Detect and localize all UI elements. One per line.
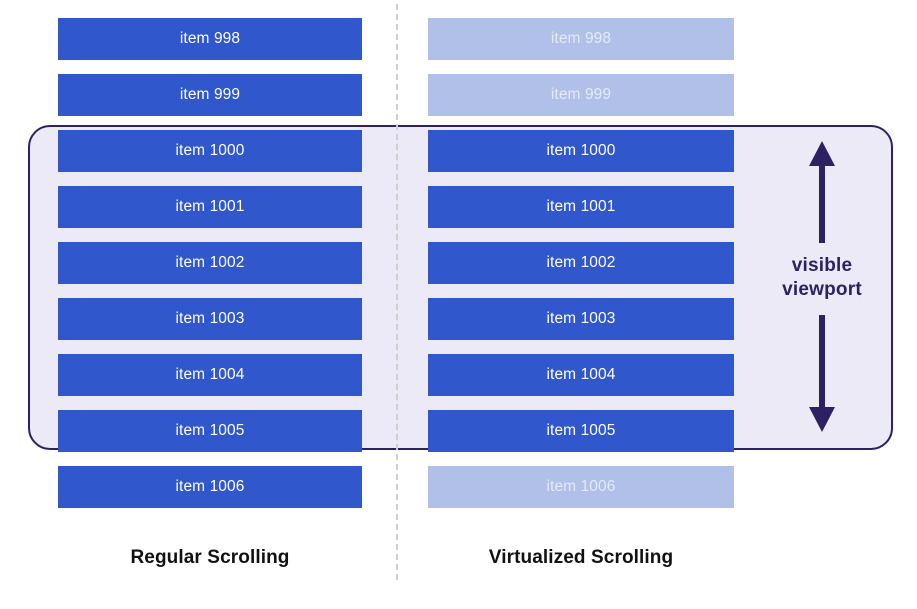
- list-item-label: item 1001: [546, 198, 616, 215]
- list-item-label: item 1000: [175, 142, 245, 159]
- list-item[interactable]: item 998: [428, 18, 734, 60]
- list-item-label: item 1004: [546, 366, 616, 383]
- list-item[interactable]: item 1002: [58, 242, 362, 284]
- list-item-label: item 1003: [175, 310, 245, 327]
- visible-viewport-annotation: visible viewport: [762, 135, 882, 440]
- list-item-label: item 1005: [175, 422, 245, 439]
- column-divider: [396, 4, 398, 580]
- list-item-label: item 1003: [546, 310, 616, 327]
- list-item[interactable]: item 999: [58, 74, 362, 116]
- list-item[interactable]: item 1006: [428, 466, 734, 508]
- arrow-up-icon: [809, 141, 835, 243]
- list-item[interactable]: item 1004: [428, 354, 734, 396]
- list-item[interactable]: item 1003: [58, 298, 362, 340]
- viewport-range-arrow: [809, 141, 835, 432]
- viewport-label-line2: viewport: [782, 279, 862, 300]
- list-item-label: item 1004: [175, 366, 245, 383]
- list-item-label: item 999: [179, 86, 241, 103]
- list-item[interactable]: item 1003: [428, 298, 734, 340]
- list-item[interactable]: item 1005: [58, 410, 362, 452]
- virtualized-scrolling-caption: Virtualized Scrolling: [488, 547, 674, 568]
- list-item[interactable]: item 1005: [428, 410, 734, 452]
- list-item[interactable]: item 1001: [428, 186, 734, 228]
- list-item-label: item 999: [550, 86, 612, 103]
- regular-scrolling-caption: Regular Scrolling: [130, 547, 290, 568]
- viewport-label-line1: visible: [791, 255, 853, 276]
- list-item-label: item 1001: [175, 198, 245, 215]
- list-item[interactable]: item 1006: [58, 466, 362, 508]
- arrow-down-icon: [809, 315, 835, 432]
- list-item[interactable]: item 998: [58, 18, 362, 60]
- visible-viewport-label: visible viewport: [762, 254, 882, 302]
- list-item[interactable]: item 1004: [58, 354, 362, 396]
- list-item-label: item 1005: [546, 422, 616, 439]
- list-item[interactable]: item 999: [428, 74, 734, 116]
- list-item-label: item 1000: [546, 142, 616, 159]
- list-item[interactable]: item 1002: [428, 242, 734, 284]
- list-item[interactable]: item 1000: [58, 130, 362, 172]
- list-item-label: item 998: [550, 30, 612, 47]
- list-item-label: item 1002: [175, 254, 245, 271]
- list-item-label: item 998: [179, 30, 241, 47]
- list-item[interactable]: item 1001: [58, 186, 362, 228]
- list-item[interactable]: item 1000: [428, 130, 734, 172]
- list-item-label: item 1006: [175, 478, 245, 495]
- list-item-label: item 1006: [546, 478, 616, 495]
- list-item-label: item 1002: [546, 254, 616, 271]
